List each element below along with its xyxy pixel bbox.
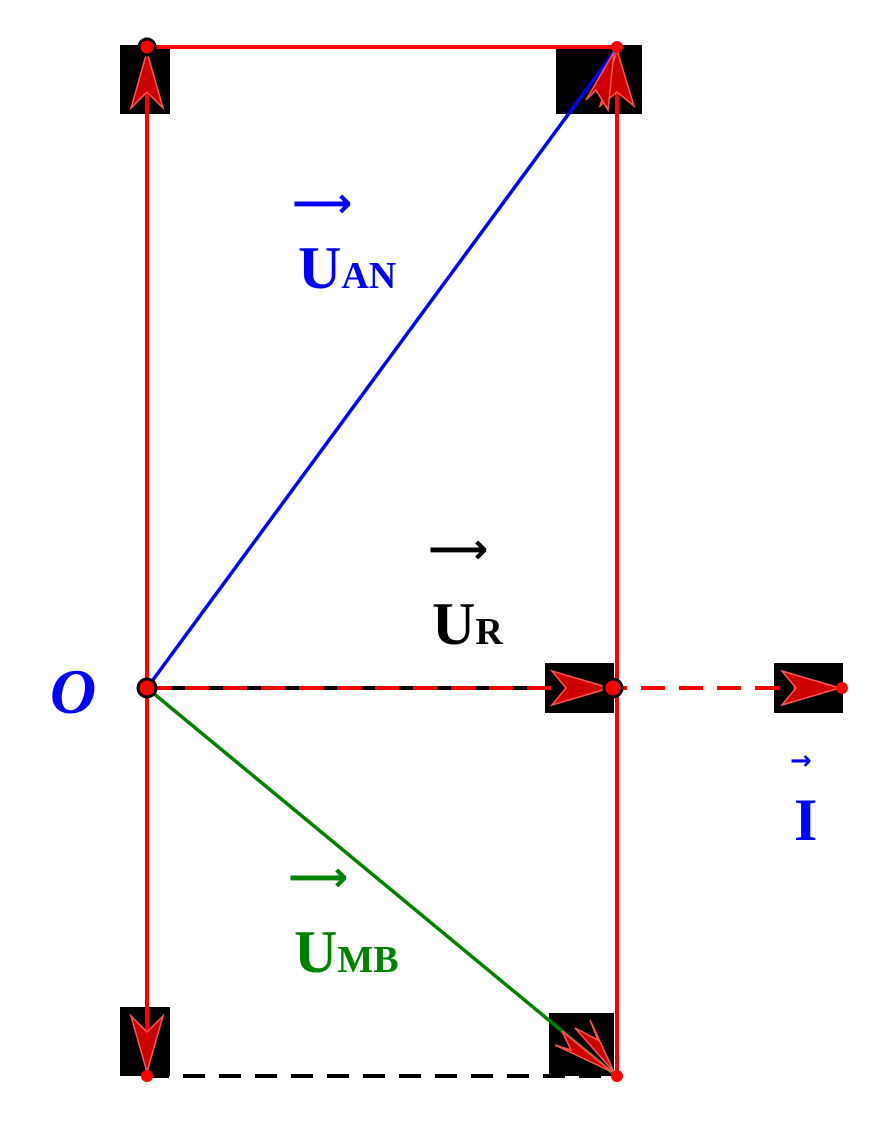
u-mb-label-sub: MB xyxy=(337,939,399,981)
u-an-vector-arrow-icon: ⟶ xyxy=(292,178,353,227)
dot-bottom-left xyxy=(141,1070,153,1082)
arrowhead-right-ur xyxy=(549,669,613,707)
arrowhead-green-tip xyxy=(554,1030,613,1073)
u-an-label-sub: AN xyxy=(341,255,397,297)
arrowhead-up-left xyxy=(129,49,165,111)
current-label-main: I xyxy=(794,787,818,853)
u-r-label-sub: R xyxy=(475,611,503,653)
origin-dot xyxy=(136,677,158,699)
u-an-label-main: U xyxy=(298,235,342,301)
u-an-label: UAN xyxy=(298,238,396,298)
arrowhead-down-left xyxy=(129,1013,165,1075)
dot-mid-right xyxy=(602,677,624,699)
dot-top-left xyxy=(137,37,157,57)
arrowhead-right-current xyxy=(779,669,843,707)
dot-bottom-right xyxy=(611,1070,623,1082)
u-r-label-main: U xyxy=(432,591,476,657)
current-label: I xyxy=(794,790,817,850)
current-vector-arrow-icon: → xyxy=(790,746,812,776)
dot-far-right xyxy=(836,682,848,694)
arrowhead-blue-tip xyxy=(585,51,615,113)
u-an-vector-line xyxy=(145,50,616,690)
u-mb-vector-arrow-icon: ⟶ xyxy=(288,852,349,901)
u-mb-vector-line xyxy=(145,686,616,1076)
dot-top-right xyxy=(611,41,623,53)
u-r-label: UR xyxy=(432,594,503,654)
arrowhead-bottom-right xyxy=(574,1019,615,1073)
u-mb-label: UMB xyxy=(294,922,399,982)
origin-label: O xyxy=(50,656,97,727)
u-mb-label-main: U xyxy=(294,919,338,985)
u-r-vector-arrow-icon: ⟶ xyxy=(428,524,489,573)
